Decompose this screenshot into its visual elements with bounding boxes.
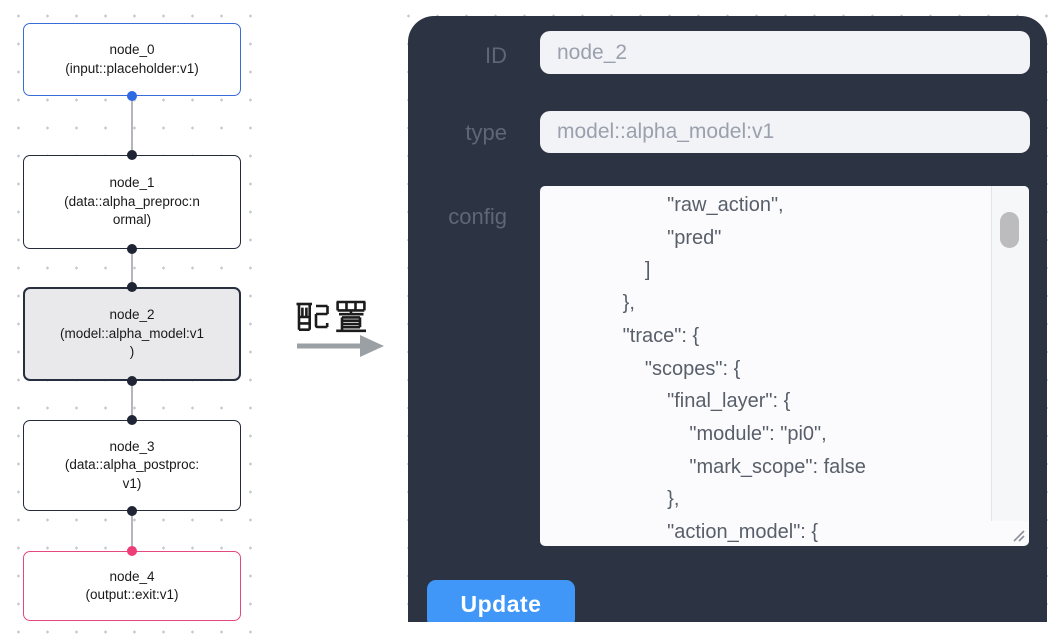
update-button[interactable]: Update [427,580,575,622]
edge-node0-node1 [131,96,133,155]
port-node3-in[interactable] [127,415,137,425]
flow-node-4[interactable]: node_4 (output::exit:v1) [23,551,241,621]
config-json-content: "raw_action", "pred" ] }, "trace": { "sc… [622,194,866,544]
edge-node1-node2 [131,249,133,287]
config-textarea[interactable]: "raw_action", "pred" ] }, "trace": { "sc… [540,186,1029,546]
id-field-label: ID [485,43,507,68]
port-node2-out[interactable] [127,376,137,386]
edge-node3-node4 [131,511,133,551]
flow-node-3[interactable]: node_3 (data::alpha_postproc: v1) [23,420,241,511]
edge-node2-node3 [131,381,133,420]
port-node0-out[interactable] [127,91,137,101]
node-properties-panel: ID type config "raw_action", "pred" ] },… [408,16,1047,622]
flow-node-1[interactable]: node_1 (data::alpha_preproc:n ormal) [23,155,241,249]
port-node2-in[interactable] [127,282,137,292]
config-field-label: config [448,204,507,229]
configure-label-glyphs [296,300,366,333]
flow-node-0[interactable]: node_0 (input::placeholder:v1) [23,23,241,96]
config-scrollbar-thumb[interactable] [1000,212,1019,248]
textarea-resize-grip-icon[interactable] [1010,527,1026,543]
port-node1-out[interactable] [127,244,137,254]
flow-node-2-selected[interactable]: node_2 (model::alpha_model:v1 ) [23,287,241,381]
port-node4-in[interactable] [127,546,137,556]
type-input[interactable] [540,111,1030,153]
id-input[interactable] [540,31,1030,74]
port-node1-in[interactable] [127,150,137,160]
type-field-label: type [465,120,507,145]
configure-arrow-icon [297,335,384,357]
port-node3-out[interactable] [127,506,137,516]
